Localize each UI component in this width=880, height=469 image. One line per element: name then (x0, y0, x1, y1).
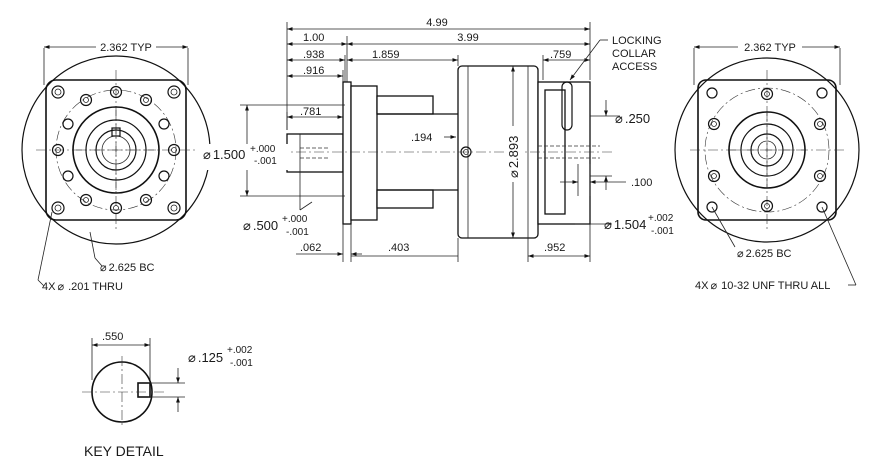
shaft-dia-tol-minus: -.001 (254, 156, 277, 167)
key-tol-plus: +.002 (227, 345, 253, 356)
hole-leader (37, 211, 53, 281)
shaft-dia-label: ⌀1.500 (203, 147, 245, 162)
hole-leader (821, 206, 857, 286)
right-end-view: 2.362 TYP ⌀2.625 BC 4X⌀10-32 (674, 40, 860, 292)
input-pilot-tol-plus: +.002 (648, 213, 674, 224)
pilot-tol-minus: -.001 (286, 227, 309, 238)
bolt-pattern (51, 85, 181, 215)
collar-label-line3: ACCESS (612, 61, 657, 73)
flange-offset-label: 1.00 (303, 32, 324, 44)
bore-dia-label: ⌀.250 (615, 111, 650, 126)
left-bc-dim: ⌀2.625 BC (100, 262, 155, 274)
key-detail: .550 ⌀.125 +.002 -.001 KEY DETAIL (82, 331, 253, 459)
housing-dia-label: ⌀2.893 (506, 136, 521, 178)
dim-952-label: .952 (544, 242, 565, 254)
housing-rib-top (376, 95, 434, 115)
right-width-dim: 2.362 TYP (744, 42, 796, 54)
collar-leader (569, 39, 601, 81)
dim-759-label: .759 (550, 49, 571, 61)
dim-062-label: .062 (300, 242, 321, 254)
hub-outer (72, 106, 160, 194)
pilot-tol-plus: +.000 (282, 214, 308, 225)
overall-length-label: 4.99 (426, 17, 447, 29)
left-width-dim: 2.362 TYP (100, 42, 152, 54)
corner-holes (706, 87, 828, 213)
housing-rib-bottom (376, 189, 434, 209)
dim-781-label: .781 (300, 106, 321, 118)
right-bc-dim: ⌀2.625 BC (737, 248, 792, 260)
output-shaft (286, 133, 344, 173)
key-detail-title: KEY DETAIL (84, 443, 164, 459)
key (137, 382, 151, 398)
dim-916-label: .916 (303, 65, 324, 77)
dim-403-label: .403 (388, 242, 409, 254)
input-pilot-dia-label: ⌀1.504 (604, 217, 646, 232)
bc-leader (711, 206, 736, 248)
bolt-pattern (707, 87, 827, 213)
corner-holes (51, 85, 181, 215)
side-view: 4.99 1.00 3.99 .938 .916 1.859 .759 LOCK… (200, 17, 674, 262)
collar-label-line1: LOCKING (612, 35, 662, 47)
output-housing (350, 85, 378, 221)
key-dia-label: ⌀.125 (188, 350, 223, 365)
dim-100-label: .100 (631, 177, 652, 189)
left-end-view: 2.362 TYP (21, 40, 211, 293)
bc-leader (89, 231, 96, 259)
collar-slot (561, 81, 573, 131)
collar-label-line2: COLLAR (612, 48, 656, 60)
dim-938-label: .938 (303, 49, 324, 61)
left-hole-note: 4X⌀.201 THRU (42, 281, 123, 293)
housing-outline (674, 57, 860, 243)
key-width-label: .550 (102, 331, 123, 343)
pilot-dia-label: ⌀.500 (243, 218, 278, 233)
label-bg (96, 40, 156, 54)
body-length-label: 3.99 (457, 32, 478, 44)
dim-1859-label: 1.859 (372, 49, 400, 61)
key-tol-minus: -.001 (230, 358, 253, 369)
input-pilot-tol-minus: -.001 (651, 226, 674, 237)
dim-194-label: .194 (411, 132, 432, 144)
right-hole-note: 4X⌀10-32 UNF THRU ALL (695, 280, 830, 292)
shaft-dia-tol-plus: +.000 (250, 144, 276, 155)
output-flange (342, 81, 352, 225)
